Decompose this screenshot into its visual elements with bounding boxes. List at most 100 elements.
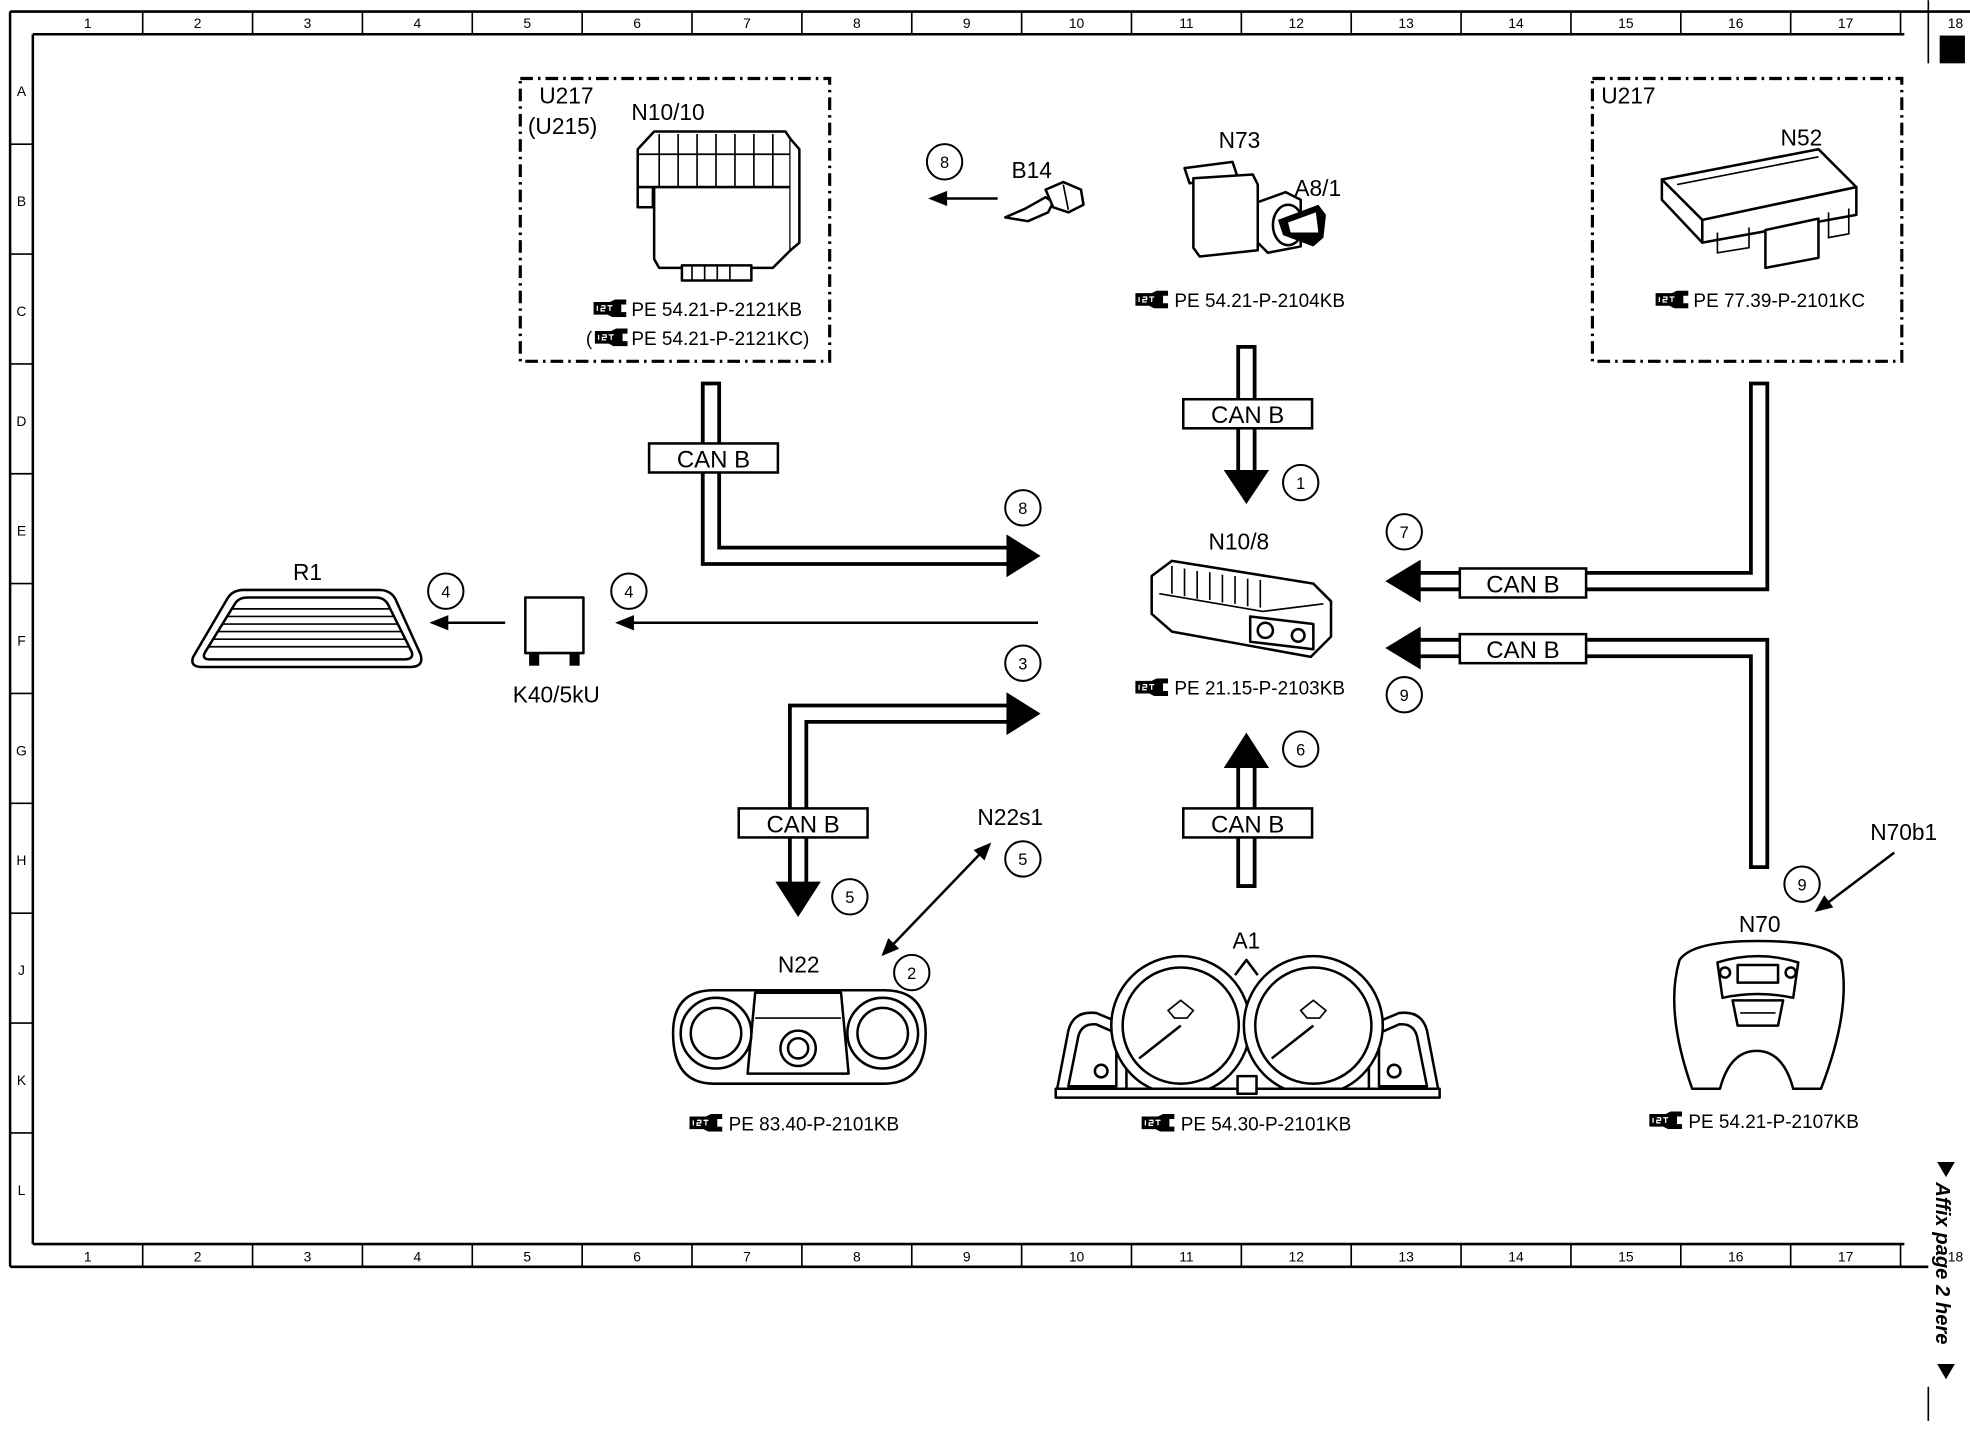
top-column-number: 5 bbox=[523, 15, 531, 31]
ref-n10-8: PE 21.15-P-2103KB bbox=[1135, 678, 1345, 700]
arrowhead-down bbox=[775, 881, 821, 917]
bottom-column-number: 5 bbox=[523, 1249, 531, 1265]
reference-pointer-icon bbox=[594, 328, 628, 347]
n22-climate-control-panel-drawing bbox=[671, 988, 927, 1085]
zone-box-u217-right bbox=[1590, 76, 1904, 363]
bottom-column-number: 4 bbox=[414, 1249, 422, 1265]
n73-ignition-switch-drawing bbox=[1183, 160, 1326, 258]
a1-label: A1 bbox=[1233, 928, 1261, 954]
bus-label: CAN B bbox=[1211, 811, 1284, 838]
arrow-n10-8-to-k40 bbox=[614, 615, 1039, 631]
top-column-number: 1 bbox=[84, 15, 92, 31]
b14-label: B14 bbox=[1012, 157, 1052, 183]
bus-label: CAN B bbox=[1211, 402, 1284, 429]
callout-n22-can-down: 5 bbox=[831, 878, 869, 916]
callout-number: 6 bbox=[1296, 741, 1305, 759]
callout-number: 3 bbox=[1018, 655, 1027, 673]
bottom-column-number: 10 bbox=[1069, 1249, 1085, 1265]
bottom-column-number: 3 bbox=[304, 1249, 312, 1265]
arrowhead-left bbox=[1385, 559, 1421, 603]
reference-paren: ( bbox=[586, 329, 593, 350]
arrowhead-up bbox=[1223, 732, 1270, 768]
bottom-column-number: 18 bbox=[1948, 1249, 1964, 1265]
reference-pointer-icon bbox=[1655, 290, 1689, 309]
n73-label: N73 bbox=[1219, 127, 1261, 153]
n10-10-module-drawing bbox=[636, 130, 801, 282]
top-column-number: 18 bbox=[1948, 15, 1964, 31]
zone-label: U217 bbox=[539, 83, 593, 109]
callout-b14: 8 bbox=[925, 143, 964, 181]
top-column-number: 12 bbox=[1289, 15, 1305, 31]
alt-zone-label: (U215) bbox=[528, 113, 597, 139]
arrowhead-right bbox=[1006, 534, 1041, 578]
row-letter: A bbox=[17, 83, 27, 99]
affix-note: Affix page 2 here bbox=[1931, 1161, 1955, 1380]
triangle-down-icon bbox=[1937, 1161, 1955, 1178]
callout-number: 7 bbox=[1400, 524, 1409, 542]
callout-n73-can: 1 bbox=[1282, 463, 1320, 502]
callout-number: 8 bbox=[1018, 500, 1027, 518]
top-column-number: 7 bbox=[743, 15, 751, 31]
zone-box-u217-left bbox=[518, 76, 832, 363]
top-column-number: 6 bbox=[633, 15, 641, 31]
ref-n70: PE 54.21-P-2107KB bbox=[1649, 1111, 1859, 1133]
ref-n10-10-secondary: ( PE 54.21-P-2121KC) bbox=[586, 328, 809, 350]
arrow-n22s1-n22-bidirectional bbox=[881, 842, 992, 957]
reference-pointer-icon bbox=[593, 299, 627, 318]
reference-code: PE 54.21-P-2104KB bbox=[1174, 291, 1345, 312]
sheet-frame bbox=[8, 0, 1970, 1421]
callout-n10-10-can: 8 bbox=[1004, 489, 1042, 527]
bus-label: CAN B bbox=[1486, 637, 1559, 664]
bottom-column-number: 17 bbox=[1838, 1249, 1854, 1265]
top-column-number: 4 bbox=[414, 15, 422, 31]
row-letter: K bbox=[17, 1072, 27, 1088]
can-b-label-a1: CAN B bbox=[1181, 807, 1314, 839]
n70b1-label: N70b1 bbox=[1870, 819, 1937, 845]
n52-label: N52 bbox=[1781, 124, 1823, 150]
reference-pointer-icon bbox=[1649, 1111, 1683, 1130]
callout-k40-signal: 4 bbox=[610, 572, 648, 610]
n10-8-module-drawing bbox=[1150, 559, 1333, 659]
arrowhead-left bbox=[1385, 626, 1421, 670]
bottom-column-number: 14 bbox=[1508, 1249, 1524, 1265]
r1-label: R1 bbox=[293, 559, 322, 585]
callout-number: 2 bbox=[907, 965, 916, 983]
zone-label: U217 bbox=[1601, 83, 1655, 109]
callout-number: 9 bbox=[1400, 687, 1409, 705]
callout-n70b1: 9 bbox=[1783, 865, 1821, 903]
callout-a1-can: 6 bbox=[1282, 730, 1320, 768]
row-letter: C bbox=[16, 303, 26, 319]
callout-number: 5 bbox=[1018, 851, 1027, 869]
k40-relay-drawing bbox=[524, 596, 585, 666]
r1-rear-window-heater-drawing bbox=[191, 588, 423, 669]
bottom-column-number: 1 bbox=[84, 1249, 92, 1265]
reference-code: PE 54.21-P-2121KC) bbox=[631, 329, 809, 350]
reference-pointer-icon bbox=[1141, 1114, 1175, 1132]
bottom-column-number: 9 bbox=[963, 1249, 971, 1265]
bottom-column-number: 7 bbox=[743, 1249, 751, 1265]
registration-mark bbox=[1939, 35, 1965, 64]
can-b-label-n22: CAN B bbox=[737, 807, 869, 839]
arrow-n70b1-to-n70 bbox=[1814, 851, 1895, 912]
top-column-number: 11 bbox=[1179, 15, 1194, 31]
reference-pointer-icon bbox=[689, 1114, 723, 1132]
n52-module-drawing bbox=[1660, 147, 1858, 270]
top-column-number: 9 bbox=[963, 15, 971, 31]
callout-number: 9 bbox=[1797, 876, 1806, 894]
callout-number: 5 bbox=[845, 889, 854, 907]
top-column-number: 8 bbox=[853, 15, 861, 31]
top-column-number: 17 bbox=[1838, 15, 1854, 31]
top-column-number: 15 bbox=[1618, 15, 1634, 31]
triangle-down-icon bbox=[1937, 1364, 1955, 1380]
bottom-column-number: 12 bbox=[1289, 1249, 1305, 1265]
reference-code: PE 54.21-P-2107KB bbox=[1688, 1112, 1859, 1133]
callout-n22-can-right: 3 bbox=[1004, 644, 1042, 682]
top-column-number: 14 bbox=[1508, 15, 1524, 31]
bottom-column-number: 16 bbox=[1728, 1249, 1744, 1265]
bottom-column-number: 11 bbox=[1179, 1249, 1194, 1265]
row-letter: G bbox=[16, 742, 27, 758]
callout-number: 1 bbox=[1296, 475, 1305, 493]
top-column-number: 16 bbox=[1728, 15, 1744, 31]
reference-code: PE 21.15-P-2103KB bbox=[1174, 679, 1345, 700]
ref-n52: PE 77.39-P-2101KC bbox=[1655, 290, 1865, 312]
